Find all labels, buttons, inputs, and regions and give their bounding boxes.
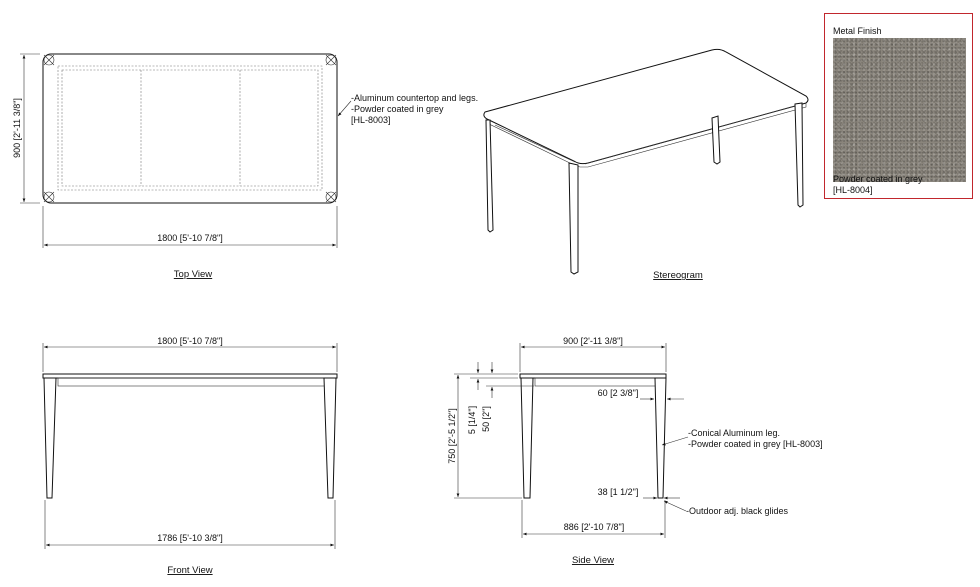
side-view-bottom-dim-label: 886 [2'-10 7/8"] <box>564 522 624 532</box>
metal-finish-caption-1: Powder coated in grey <box>833 174 923 184</box>
top-view-depth-label: 900 [2'-11 3/8"] <box>12 98 22 158</box>
front-view-bottom-dim-label: 1786 [5'-10 3/8"] <box>157 533 222 543</box>
side-view-thickness-label: 5 [1/4"] <box>467 406 477 434</box>
metal-finish-caption-2: [HL-8004] <box>833 185 873 195</box>
side-view: 900 [2'-11 3/8"] 750 [2'-5 1/2"] 5 [1/4"… <box>447 336 823 566</box>
top-view-title: Top View <box>174 269 213 280</box>
side-view-height-dim-label: 750 [2'-5 1/2"] <box>447 408 457 463</box>
front-view-title: Front View <box>167 565 212 576</box>
metal-finish-swatch <box>833 38 966 182</box>
top-view-width-dimension: 1800 [5'-10 7/8"] <box>42 206 338 248</box>
side-view-leg-bottom-label: 38 [1 1/2"] <box>598 487 639 497</box>
top-view-width-label: 1800 [5'-10 7/8"] <box>157 233 222 243</box>
side-view-leg-bottom-dimension: 38 [1 1/2"] <box>598 487 680 500</box>
metal-finish-panel: Metal Finish Powder coated in grey [HL-8… <box>824 13 973 199</box>
side-view-leg-note-line-2: -Powder coated in grey [HL-8003] <box>688 439 823 449</box>
top-view-material-note: -Aluminum countertop and legs. -Powder c… <box>337 93 478 125</box>
front-view-bottom-dimension: 1786 [5'-10 3/8"] <box>44 500 336 549</box>
top-view-table-outline <box>42 53 338 204</box>
side-view-table <box>519 373 667 499</box>
side-view-leg-top-dimension: 60 [2 3/8"] <box>598 388 684 401</box>
top-view: 1800 [5'-10 7/8"] 900 [2'-11 3/8"] -Alum… <box>12 53 478 280</box>
side-view-top-dimension: 900 [2'-11 3/8"] <box>519 336 667 372</box>
side-view-leg-top-label: 60 [2 3/8"] <box>598 388 639 398</box>
side-view-bottom-dimension: 886 [2'-10 7/8"] <box>521 500 666 538</box>
side-view-leg-note: -Conical Aluminum leg. -Powder coated in… <box>661 428 823 449</box>
stereogram-table <box>483 48 809 275</box>
stereogram-view: Stereogram <box>483 48 809 281</box>
front-view: 1800 [5'-10 7/8"] 1786 [5'-10 3/8"] Fron… <box>42 336 338 576</box>
front-view-top-dimension: 1800 [5'-10 7/8"] <box>42 336 338 372</box>
front-view-top-dim-label: 1800 [5'-10 7/8"] <box>157 336 222 346</box>
side-view-title: Side View <box>572 555 614 566</box>
front-view-table <box>42 373 338 499</box>
side-view-top-thickness-dimension: 5 [1/4"] <box>467 362 518 434</box>
side-view-apron-label: 50 [2"] <box>481 406 491 432</box>
top-view-note-line-3: [HL-8003] <box>351 115 391 125</box>
side-view-glide-note-text: -Outdoor adj. black glides <box>686 506 789 516</box>
top-view-depth-dimension: 900 [2'-11 3/8"] <box>12 53 40 204</box>
stereogram-title: Stereogram <box>653 270 703 281</box>
top-view-note-line-2: -Powder coated in grey <box>351 104 444 114</box>
side-view-top-dim-label: 900 [2'-11 3/8"] <box>563 336 623 346</box>
side-view-height-dimension: 750 [2'-5 1/2"] <box>447 373 522 499</box>
side-view-leg-note-line-1: -Conical Aluminum leg. <box>688 428 780 438</box>
side-view-glide-note: -Outdoor adj. black glides <box>663 500 789 516</box>
metal-finish-heading: Metal Finish <box>833 26 882 36</box>
side-view-apron-dimension: 50 [2"] <box>481 362 534 432</box>
top-view-note-line-1: -Aluminum countertop and legs. <box>351 93 478 103</box>
